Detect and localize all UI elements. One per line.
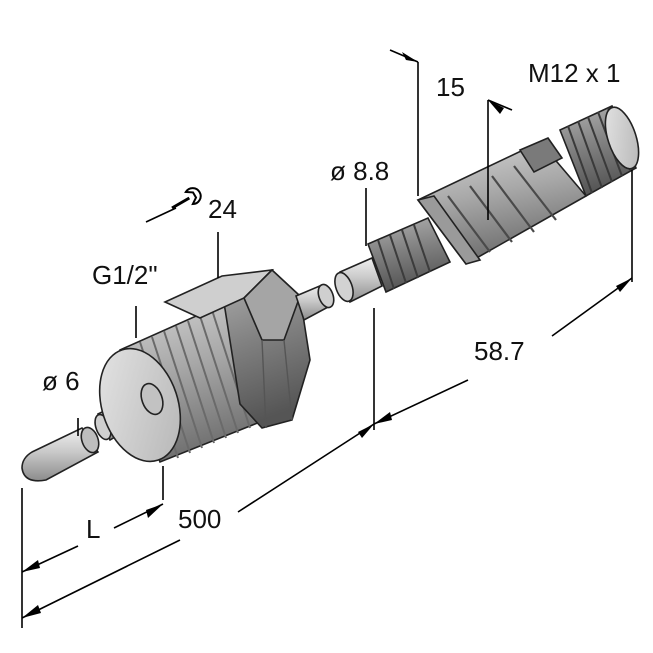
connector-housing [416, 137, 588, 266]
wrench-icon [171, 187, 202, 210]
label-15: 15 [436, 72, 465, 102]
housing-grooves [447, 165, 557, 253]
label-m12: M12 x 1 [528, 58, 621, 88]
arrow-15-left [402, 52, 418, 62]
cable-segment [334, 256, 383, 304]
arrow-500-right [358, 424, 374, 438]
arrow-l-right [146, 504, 163, 518]
label-500: 500 [178, 504, 221, 534]
label-wrench-24: 24 [208, 194, 237, 224]
label-g12: G1/2" [92, 260, 158, 290]
arrow-l-left [22, 560, 40, 572]
arrow-500-left [22, 605, 41, 618]
arrow-587-right [616, 278, 632, 292]
arrow-587-left [374, 412, 392, 424]
label-d88: ø 8.8 [330, 156, 389, 186]
probe-rod-rear [295, 283, 335, 322]
ribbed-sleeve [366, 216, 452, 294]
arrow-15-right [488, 100, 504, 114]
label-d6: ø 6 [42, 366, 80, 396]
m12-thread [558, 104, 640, 198]
label-587: 58.7 [474, 336, 525, 366]
hex-nut [163, 268, 311, 429]
probe-tip [21, 426, 100, 482]
dimension-lines [21, 49, 633, 628]
label-l: L [86, 514, 100, 544]
